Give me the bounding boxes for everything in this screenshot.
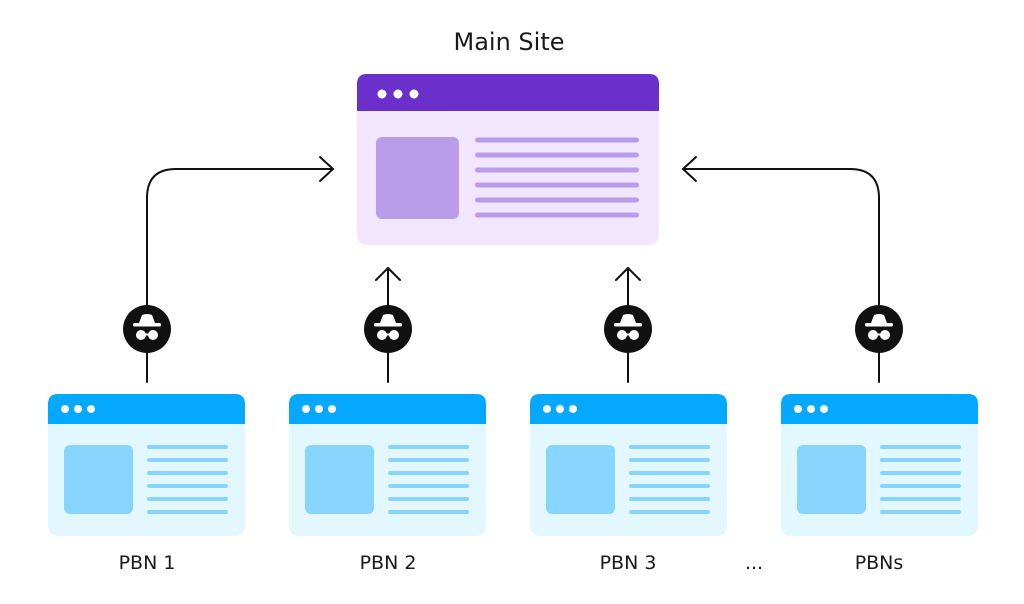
arrowhead-pbn-3 bbox=[615, 267, 641, 281]
window-dot bbox=[74, 405, 82, 413]
pbn-window bbox=[781, 394, 978, 536]
connector-pbns bbox=[682, 168, 880, 383]
incognito-icon bbox=[364, 305, 412, 353]
window-dot bbox=[87, 405, 95, 413]
text-line bbox=[147, 510, 228, 514]
text-line bbox=[475, 167, 639, 173]
text-line bbox=[880, 445, 961, 449]
text-line bbox=[388, 510, 469, 514]
window-dot bbox=[569, 405, 577, 413]
text-line bbox=[147, 458, 228, 462]
pbn-label: PBN 1 bbox=[119, 552, 176, 574]
incognito-icon bbox=[604, 305, 652, 353]
pbn-image-placeholder bbox=[305, 445, 374, 514]
text-line bbox=[880, 471, 961, 475]
pbn-window bbox=[48, 394, 245, 536]
pbn-image-placeholder bbox=[546, 445, 615, 514]
window-dot bbox=[377, 89, 387, 99]
main-site-title: Main Site bbox=[454, 28, 565, 56]
text-line bbox=[475, 212, 639, 218]
text-line bbox=[629, 458, 710, 462]
text-line bbox=[629, 484, 710, 488]
text-line bbox=[147, 497, 228, 501]
main-site-window-header bbox=[357, 74, 659, 111]
window-dot bbox=[328, 405, 336, 413]
pbn-label: PBN 3 bbox=[600, 552, 657, 574]
text-line bbox=[880, 458, 961, 462]
pbn-window-header bbox=[48, 394, 245, 424]
text-line bbox=[880, 484, 961, 488]
text-line bbox=[388, 497, 469, 501]
pbn-label: PBN 2 bbox=[360, 552, 417, 574]
pbn-window bbox=[530, 394, 727, 536]
text-line bbox=[629, 510, 710, 514]
text-line bbox=[629, 471, 710, 475]
pbn-window-header bbox=[781, 394, 978, 424]
text-line bbox=[388, 445, 469, 449]
text-line bbox=[388, 458, 469, 462]
text-line bbox=[475, 182, 639, 188]
window-dot bbox=[807, 405, 815, 413]
pbn-window-header bbox=[530, 394, 727, 424]
window-dot bbox=[556, 405, 564, 413]
pbn-windows bbox=[48, 394, 978, 536]
incognito-icon bbox=[855, 305, 903, 353]
text-line bbox=[629, 497, 710, 501]
main-site-image-placeholder bbox=[376, 137, 459, 219]
window-dot bbox=[409, 89, 419, 99]
incognito-icon bbox=[123, 305, 171, 353]
text-line bbox=[147, 484, 228, 488]
text-line bbox=[388, 484, 469, 488]
arrowhead-pbns bbox=[682, 156, 697, 182]
window-dot bbox=[61, 405, 69, 413]
window-dot bbox=[794, 405, 802, 413]
main-site-window bbox=[357, 74, 659, 245]
window-dot bbox=[315, 405, 323, 413]
ellipsis: ... bbox=[745, 552, 763, 574]
window-dot bbox=[302, 405, 310, 413]
pbn-image-placeholder bbox=[797, 445, 866, 514]
window-dot bbox=[543, 405, 551, 413]
window-dot bbox=[820, 405, 828, 413]
pbn-window bbox=[289, 394, 486, 536]
text-line bbox=[147, 471, 228, 475]
text-line bbox=[475, 137, 639, 143]
text-line bbox=[475, 197, 639, 203]
pbn-label: PBNs bbox=[855, 552, 904, 574]
text-line bbox=[880, 510, 961, 514]
pbn-image-placeholder bbox=[64, 445, 133, 514]
text-line bbox=[629, 445, 710, 449]
connectors bbox=[146, 156, 880, 383]
text-line bbox=[388, 471, 469, 475]
text-line bbox=[475, 152, 639, 158]
arrowhead-pbn-2 bbox=[375, 267, 401, 281]
connector-pbn-1 bbox=[146, 168, 334, 383]
text-line bbox=[147, 445, 228, 449]
main-site-text-lines bbox=[475, 137, 639, 218]
window-dot bbox=[393, 89, 403, 99]
pbn-window-header bbox=[289, 394, 486, 424]
arrowhead-pbn-1 bbox=[319, 156, 334, 182]
text-line bbox=[880, 497, 961, 501]
